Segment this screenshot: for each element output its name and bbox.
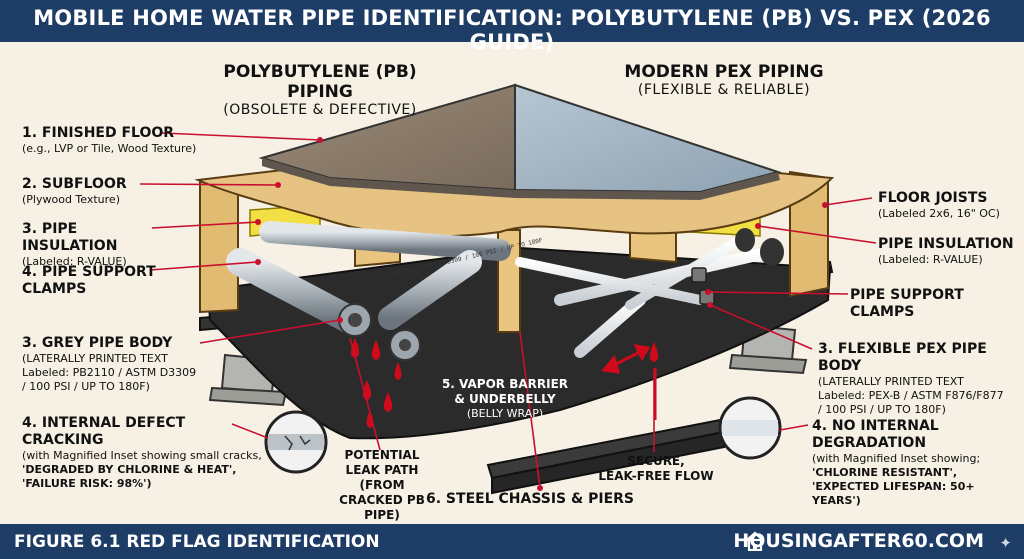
label-grey-pipe-body: 3. GREY PIPE BODY (LATERALLY PRINTED TEX…	[22, 335, 222, 394]
label-no-degradation: 4. NO INTERNAL DEGRADATION (with Magnifi…	[812, 418, 1022, 508]
label-grey-pipe-body-sub3: / 100 PSI / UP TO 180F)	[22, 380, 150, 393]
label-pipe-insulation-right-title: PIPE INSULATION	[878, 236, 1014, 252]
label-pipe-clamps-left-title: 4. PIPE SUPPORT	[22, 264, 156, 280]
label-pipe-insulation-right-sub: (Labeled: R-VALUE)	[878, 253, 983, 266]
label-no-degradation-sub2: 'CHLORINE RESISTANT',	[812, 466, 958, 479]
label-finished-floor-title: 1. FINISHED FLOOR	[22, 125, 175, 141]
label-leak-path-l2: LEAK PATH (FROM	[345, 463, 419, 492]
label-subfloor-title: 2. SUBFLOOR	[22, 176, 127, 192]
label-vapor-barrier-title2: & UNDERBELLY	[454, 392, 556, 406]
label-vapor-barrier-title: 5. VAPOR BARRIER	[441, 377, 569, 391]
label-leak-path-l3: CRACKED PB PIPE)	[339, 493, 425, 522]
label-subfloor-sub: (Plywood Texture)	[22, 193, 120, 206]
label-pipe-insulation-right: PIPE INSULATION (Labeled: R-VALUE)	[878, 236, 1018, 267]
label-finished-floor: 1. FINISHED FLOOR (e.g., LVP or Tile, Wo…	[22, 125, 222, 156]
pb-header-title: POLYBUTYLENE (PB) PIPING	[223, 62, 417, 102]
label-internal-cracking-sub2: 'DEGRADED BY CHLORINE & HEAT',	[22, 463, 237, 476]
pex-inset	[718, 396, 782, 460]
label-pipe-clamps-left-title2: CLAMPS	[22, 281, 87, 297]
pb-header: POLYBUTYLENE (PB) PIPING (OBSOLETE & DEF…	[190, 62, 450, 118]
finished-floor-pex	[514, 83, 782, 194]
pb-crack-inset	[264, 410, 328, 474]
label-internal-cracking-title: 4. INTERNAL DEFECT CRACKING	[22, 415, 186, 448]
pex-pipes	[515, 228, 784, 358]
label-pipe-insulation-left-title: 3. PIPE INSULATION	[22, 221, 118, 254]
label-leak-path: POTENTIAL LEAK PATH (FROM CRACKED PB PIP…	[322, 448, 442, 523]
piers	[208, 323, 808, 407]
label-pex-pipe-body: 3. FLEXIBLE PEX PIPE BODY (LATERALLY PRI…	[818, 341, 1018, 417]
footer-bar: FIGURE 6.1 RED FLAG IDENTIFICATION HOUSI…	[0, 524, 1024, 559]
pex-header-sub: (FLEXIBLE & RELIABLE)	[637, 82, 811, 98]
label-subfloor: 2. SUBFLOOR (Plywood Texture)	[22, 176, 172, 207]
label-pex-pipe-body-title: 3. FLEXIBLE PEX PIPE BODY	[818, 341, 987, 374]
label-vapor-barrier: 5. VAPOR BARRIER & UNDERBELLY (BELLY WRA…	[430, 377, 580, 421]
label-grey-pipe-body-sub: (LATERALLY PRINTED TEXT	[22, 352, 168, 365]
label-pex-pipe-body-sub3: / 100 PSI / UP TO 180F)	[818, 403, 946, 416]
label-floor-joists-sub: (Labeled 2x6, 16" OC)	[878, 207, 1000, 220]
main-title: MOBILE HOME WATER PIPE IDENTIFICATION: P…	[33, 6, 991, 54]
floor-cross-section: PB2110 / ASTM D3309 / 100 PSI / UP TO 18…	[139, 83, 877, 495]
label-no-degradation-sub: (with Magnified Inset showing;	[812, 452, 981, 465]
label-floor-joists-title: FLOOR JOISTS	[878, 190, 988, 206]
label-pipe-insulation-left-sub: (Labeled: R-VALUE)	[22, 255, 127, 268]
label-steel-chassis-title: 6. STEEL CHASSIS & PIERS	[426, 491, 634, 507]
label-floor-joists: FLOOR JOISTS (Labeled 2x6, 16" OC)	[878, 190, 1018, 221]
label-no-degradation-sub3: 'EXPECTED LIFESPAN: 50+ YEARS')	[812, 480, 975, 507]
label-pipe-insulation-left: 3. PIPE INSULATION (Labeled: R-VALUE)	[22, 221, 172, 269]
label-no-degradation-title: 4. NO INTERNAL DEGRADATION	[812, 418, 939, 451]
flow-arrow	[601, 344, 657, 420]
label-grey-pipe-body-title: 3. GREY PIPE BODY	[22, 335, 173, 351]
sparkle-icon: ✦	[999, 534, 1012, 552]
label-pipe-clamps-right: PIPE SUPPORT CLAMPS	[850, 287, 980, 321]
pex-header: MODERN PEX PIPING (FLEXIBLE & RELIABLE)	[594, 62, 854, 98]
site-brand: HOUSINGAFTER60.COM	[733, 530, 984, 552]
title-bar: MOBILE HOME WATER PIPE IDENTIFICATION: P…	[0, 0, 1024, 54]
label-internal-cracking: 4. INTERNAL DEFECT CRACKING (with Magnif…	[22, 415, 262, 491]
label-steel-chassis: 6. STEEL CHASSIS & PIERS	[420, 492, 640, 507]
label-pipe-clamps-right-title: PIPE SUPPORT	[850, 287, 964, 303]
label-secure-flow: SECURE, LEAK-FREE FLOW	[596, 454, 716, 484]
label-leak-path-l1: POTENTIAL	[344, 448, 420, 462]
pex-header-title: MODERN PEX PIPING	[624, 62, 824, 82]
label-pipe-clamps-left: 4. PIPE SUPPORT CLAMPS	[22, 264, 172, 298]
label-vapor-barrier-sub: (BELLY WRAP)	[466, 407, 544, 420]
label-grey-pipe-body-sub2: Labeled: PB2110 / ASTM D3309	[22, 366, 197, 379]
leader-lines	[139, 132, 877, 489]
label-secure-flow-l1: SECURE,	[627, 454, 685, 468]
label-pipe-clamps-right-title2: CLAMPS	[850, 304, 915, 320]
label-pex-pipe-body-sub: (LATERALLY PRINTED TEXT	[818, 375, 964, 388]
figure-caption: FIGURE 6.1 RED FLAG IDENTIFICATION	[14, 532, 380, 552]
label-pex-pipe-body-sub2: Labeled: PEX-B / ASTM F876/F877	[818, 389, 1004, 402]
pb-header-sub: (OBSOLETE & DEFECTIVE)	[223, 102, 417, 118]
label-internal-cracking-sub3: 'FAILURE RISK: 98%')	[22, 477, 152, 490]
label-finished-floor-sub: (e.g., LVP or Tile, Wood Texture)	[22, 142, 197, 155]
label-internal-cracking-sub: (with Magnified Inset showing small crac…	[22, 449, 262, 462]
label-secure-flow-l2: LEAK-FREE FLOW	[598, 469, 714, 483]
house-icon	[745, 531, 765, 551]
